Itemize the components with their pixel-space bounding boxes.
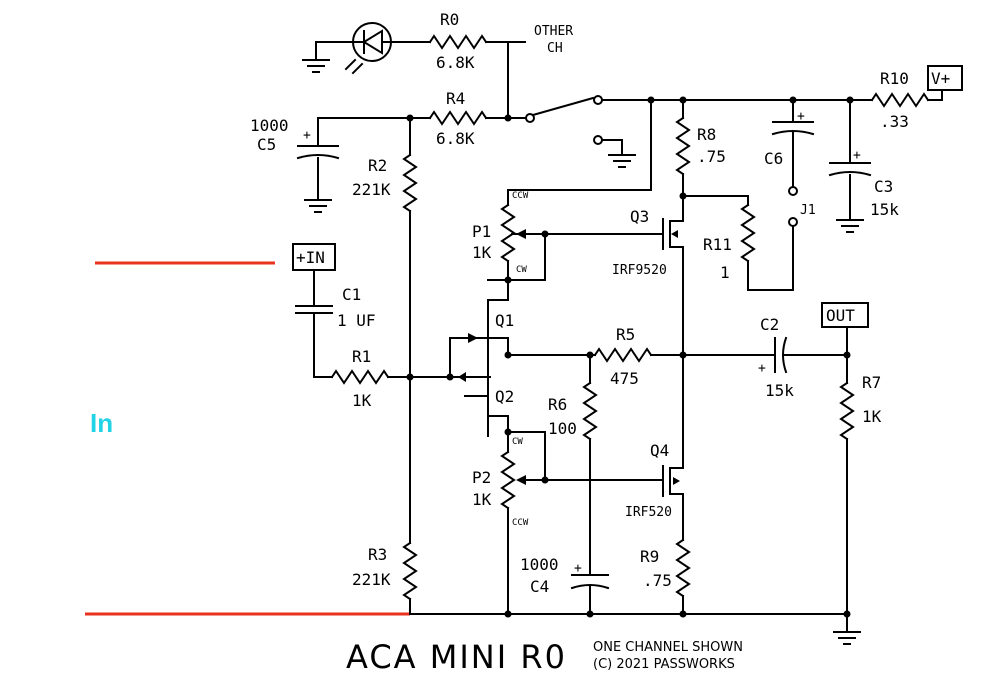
c6-label: C6 bbox=[764, 149, 783, 168]
p1-ccw: CCW bbox=[512, 191, 529, 201]
c5-plus: + bbox=[303, 128, 311, 143]
r10-value: .33 bbox=[880, 112, 909, 131]
r11-label: R11 bbox=[703, 235, 732, 254]
note-line-2: (C) 2021 PASSWORKS bbox=[593, 657, 735, 672]
r0-label: R0 bbox=[440, 10, 459, 29]
junction-dots bbox=[406, 96, 854, 618]
r7-value: 1K bbox=[862, 407, 882, 426]
switch-common bbox=[525, 113, 535, 123]
p2-ccw: CCW bbox=[512, 518, 529, 528]
jumper-pin-2 bbox=[788, 217, 798, 227]
schematic-title: ACA MINI R0 bbox=[346, 638, 567, 676]
r4-value: 6.8K bbox=[436, 129, 475, 148]
c5-label: C5 bbox=[257, 135, 276, 154]
r6-label: R6 bbox=[548, 395, 567, 414]
in-annotation-label: In bbox=[90, 408, 113, 438]
resistor-r6 bbox=[582, 381, 598, 441]
c2-label: C2 bbox=[760, 315, 779, 334]
c2-plus: + bbox=[758, 361, 766, 376]
p1-value: 1K bbox=[472, 243, 492, 262]
q2-label: Q2 bbox=[495, 387, 514, 406]
p2-cw: CW bbox=[512, 437, 523, 447]
p1-cw: CW bbox=[516, 265, 527, 275]
c3-label: C3 bbox=[874, 177, 893, 196]
input-network: +IN C1 1 UF R1 1K R2 221K R3 221K bbox=[292, 117, 491, 615]
resistor-r3 bbox=[402, 541, 418, 601]
resistor-r11 bbox=[740, 203, 756, 263]
c1-label: C1 bbox=[342, 285, 361, 304]
r1-value: 1K bbox=[352, 391, 372, 410]
positive-rail: V+ R10 .33 + C3 15k + C6 J1 bbox=[601, 65, 963, 291]
q3-part: IRF9520 bbox=[612, 263, 667, 278]
c5-value: 1000 bbox=[250, 116, 289, 135]
supply-filter: + 1000 C5 R4 6.8K bbox=[250, 89, 636, 213]
r1-label: R1 bbox=[352, 347, 371, 366]
c4-plus: + bbox=[574, 561, 582, 576]
resistor-r5 bbox=[593, 347, 653, 363]
c2-value: 15k bbox=[765, 381, 794, 400]
resistor-r8 bbox=[675, 116, 691, 176]
other-ch-label-2: CH bbox=[547, 41, 563, 56]
upper-output-stage: R8 .75 R11 1 Q3 IRF9520 CCW CW P1 1K bbox=[472, 99, 756, 356]
switch-throw-off bbox=[593, 135, 603, 145]
resistor-r7 bbox=[839, 381, 855, 441]
p1-label: P1 bbox=[472, 222, 491, 241]
r5-value: 475 bbox=[610, 369, 639, 388]
r3-label: R3 bbox=[368, 545, 387, 564]
potentiometer-p2 bbox=[500, 450, 516, 510]
r4-label: R4 bbox=[446, 89, 465, 108]
r11-value: 1 bbox=[720, 263, 730, 282]
c3-value: 15k bbox=[870, 200, 899, 219]
q3-label: Q3 bbox=[630, 207, 649, 226]
r10-label: R10 bbox=[880, 69, 909, 88]
resistor-r9 bbox=[675, 538, 691, 598]
q4-part: IRF520 bbox=[625, 505, 672, 520]
potentiometer-p1 bbox=[500, 203, 516, 263]
j1-label: J1 bbox=[800, 203, 816, 218]
c4-label: C4 bbox=[530, 577, 549, 596]
resistor-r4 bbox=[428, 110, 488, 126]
jfet-pair: Q1 Q2 R5 475 R6 100 bbox=[449, 279, 761, 576]
resistor-r1 bbox=[330, 369, 390, 385]
r0-value: 6.8K bbox=[436, 53, 475, 72]
c6-plus: + bbox=[797, 109, 805, 124]
r3-value: 221K bbox=[352, 570, 391, 589]
resistor-r0 bbox=[428, 34, 488, 50]
other-ch-label: OTHER bbox=[534, 24, 573, 39]
r8-value: .75 bbox=[697, 147, 726, 166]
led-branch: R0 6.8K OTHER CH bbox=[302, 10, 573, 119]
jumper-pin-1 bbox=[788, 186, 798, 196]
note-line-1: ONE CHANNEL SHOWN bbox=[593, 640, 743, 655]
q4-label: Q4 bbox=[650, 441, 669, 460]
r2-value: 221K bbox=[352, 180, 391, 199]
r2-label: R2 bbox=[368, 156, 387, 175]
in-connector: +IN bbox=[296, 248, 325, 267]
c4-value: 1000 bbox=[520, 555, 559, 574]
p2-label: P2 bbox=[472, 468, 491, 487]
r9-label: R9 bbox=[640, 547, 659, 566]
output-coupling: + C2 15k OUT R7 1K bbox=[758, 302, 882, 615]
q1-label: Q1 bbox=[495, 311, 514, 330]
r6-value: 100 bbox=[548, 419, 577, 438]
switch-throw-on bbox=[593, 95, 603, 105]
lower-output-stage: CW CCW P2 1K Q4 IRF520 R9 .75 + 1000 C4 bbox=[472, 354, 691, 615]
c1-value: 1 UF bbox=[337, 311, 376, 330]
r5-label: R5 bbox=[616, 325, 635, 344]
vplus-connector: V+ bbox=[931, 69, 950, 88]
resistor-r2 bbox=[402, 153, 418, 213]
p2-value: 1K bbox=[472, 490, 492, 509]
r8-label: R8 bbox=[697, 125, 716, 144]
r9-value: .75 bbox=[643, 571, 672, 590]
resistor-r10 bbox=[870, 92, 930, 108]
c3-plus: + bbox=[853, 148, 861, 163]
out-connector: OUT bbox=[826, 306, 855, 325]
r7-label: R7 bbox=[862, 373, 881, 392]
